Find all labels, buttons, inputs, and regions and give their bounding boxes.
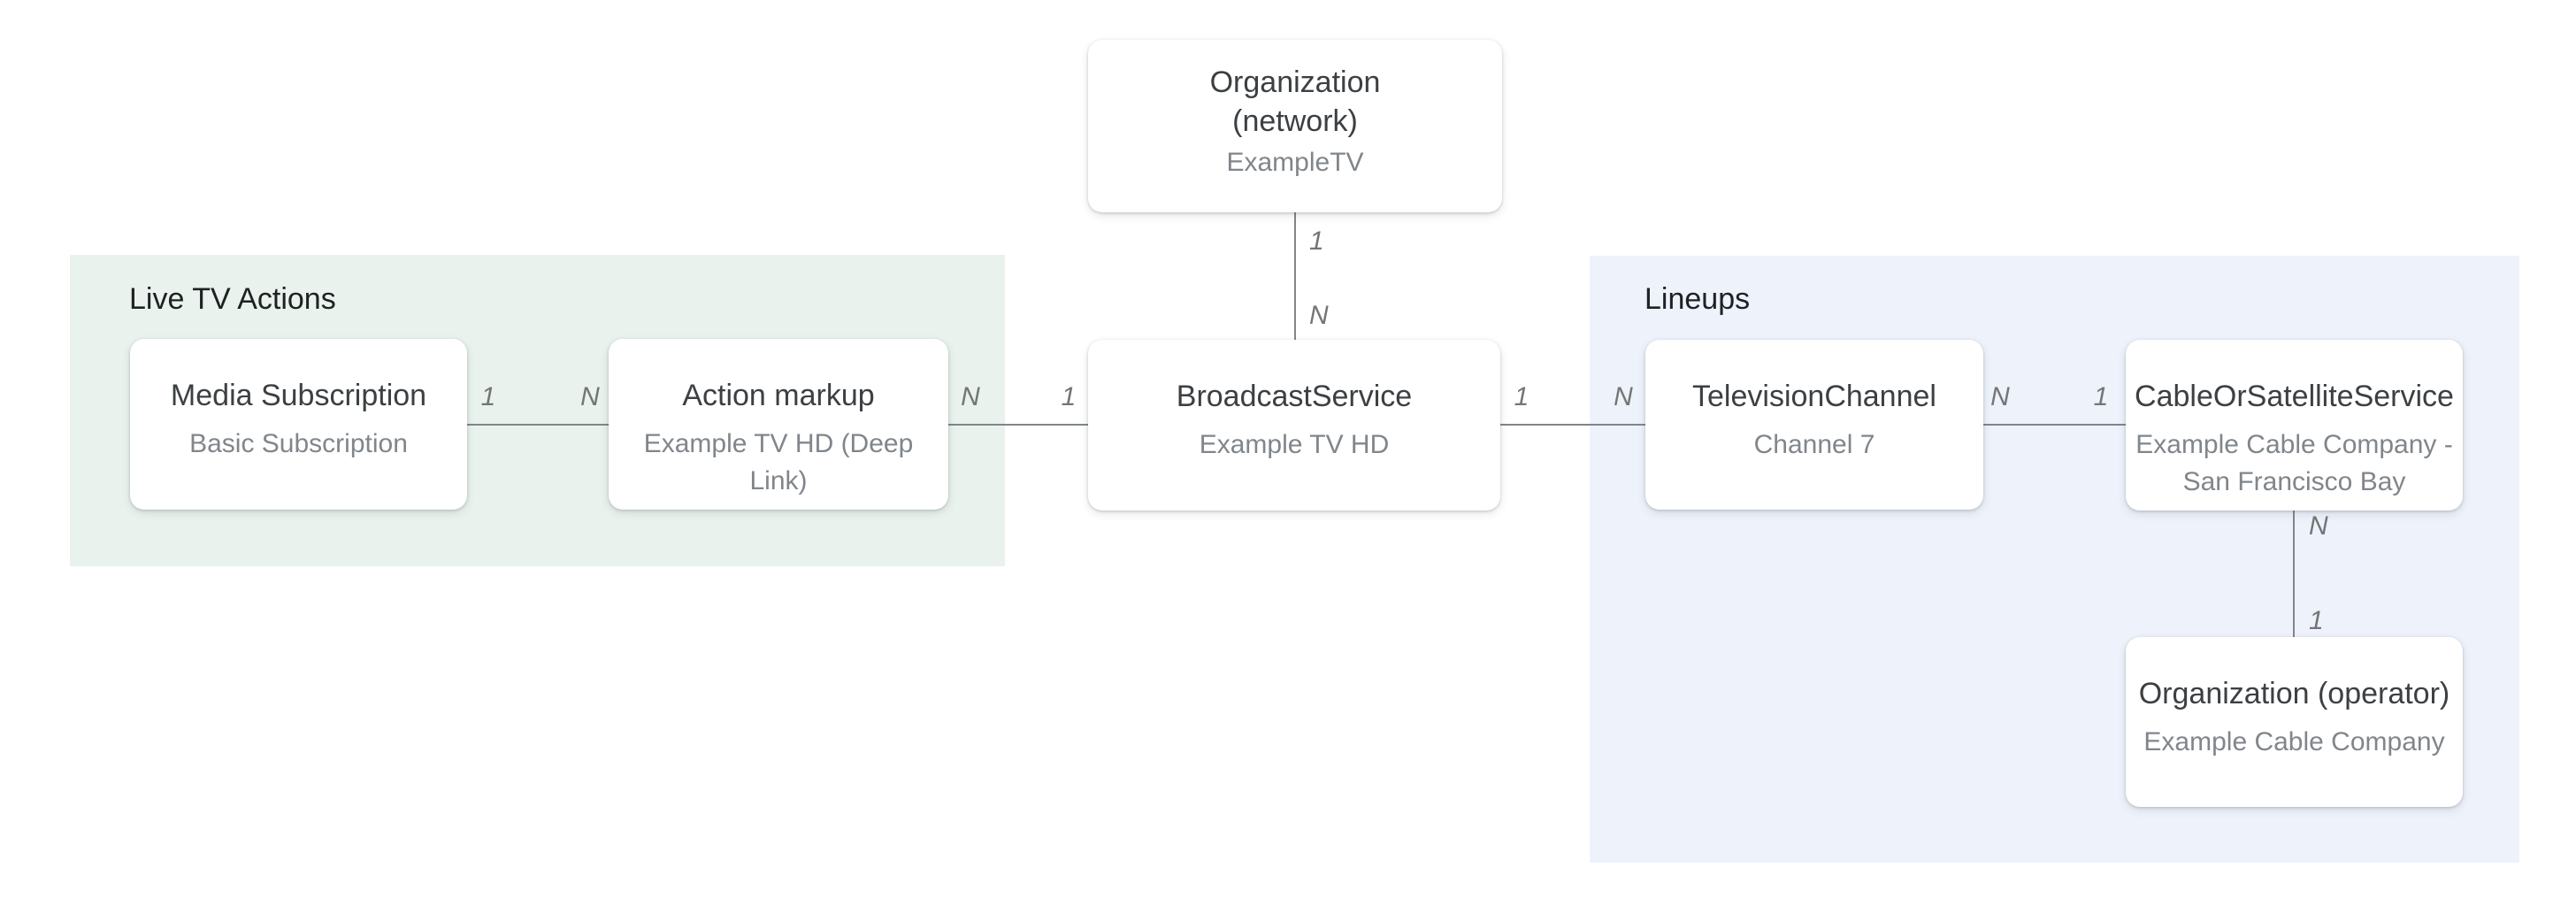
node-subtitle: Example TV HD (Deep Link) [643, 429, 914, 495]
cardinality-broadcast-left-side: 1 [1061, 382, 1077, 411]
cardinality-broadcast-top-side: N [1309, 301, 1329, 330]
node-title: Action markup [682, 379, 875, 412]
node-media-subscription: Media Subscription Basic Subscription [130, 339, 467, 510]
node-subtitle: ExampleTV [1226, 148, 1364, 177]
node-subtitle: Example Cable Company [2143, 727, 2445, 756]
node-title: BroadcastService [1176, 380, 1413, 413]
node-subtitle: Example Cable Company - San Francisco Ba… [2135, 430, 2453, 496]
node-television-channel: TelevisionChannel Channel 7 [1645, 340, 1983, 510]
cardinality-tv-left-side: N [1614, 382, 1633, 411]
cardinality-cable-bottom-side: N [2309, 511, 2328, 541]
edge-network-to-broadcast-line [1294, 212, 1296, 340]
section-live-tv-actions-label: Live TV Actions [129, 282, 336, 316]
node-organization-network: Organization (network) ExampleTV [1088, 40, 1502, 212]
edge-action-to-broadcast-line [948, 424, 1088, 426]
node-cable-or-satellite-service: CableOrSatelliteService Example Cable Co… [2126, 340, 2463, 511]
node-title: Organization (network) [1209, 65, 1381, 138]
node-title: Media Subscription [170, 379, 427, 412]
node-organization-operator: Organization (operator) Example Cable Co… [2126, 637, 2463, 807]
node-action-markup: Action markup Example TV HD (Deep Link) [609, 339, 948, 510]
node-title: CableOrSatelliteService [2135, 380, 2454, 413]
node-title: Organization (operator) [2138, 677, 2450, 710]
edge-cable-to-operator-line [2293, 511, 2295, 637]
cardinality-network-side: 1 [1309, 226, 1324, 256]
node-title: TelevisionChannel [1692, 380, 1936, 413]
cardinality-operator-top-side: 1 [2309, 606, 2324, 635]
node-broadcast-service: BroadcastService Example TV HD [1088, 340, 1500, 511]
edge-broadcast-to-tv-line [1500, 424, 1645, 426]
edge-media-to-action-line [467, 424, 609, 426]
cardinality-broadcast-right-side: 1 [1514, 382, 1530, 411]
node-subtitle: Basic Subscription [189, 429, 408, 458]
cardinality-tv-right-side: N [1990, 382, 2010, 411]
cardinality-cable-left-side: 1 [2093, 382, 2109, 411]
cardinality-action-right-side: N [961, 382, 980, 411]
cardinality-action-left-side: N [580, 382, 600, 411]
section-lineups-label: Lineups [1644, 282, 1751, 316]
node-subtitle: Channel 7 [1753, 430, 1875, 459]
cardinality-media-side: 1 [480, 382, 496, 411]
edge-tv-to-cable-line [1983, 424, 2126, 426]
node-subtitle: Example TV HD [1199, 430, 1390, 459]
